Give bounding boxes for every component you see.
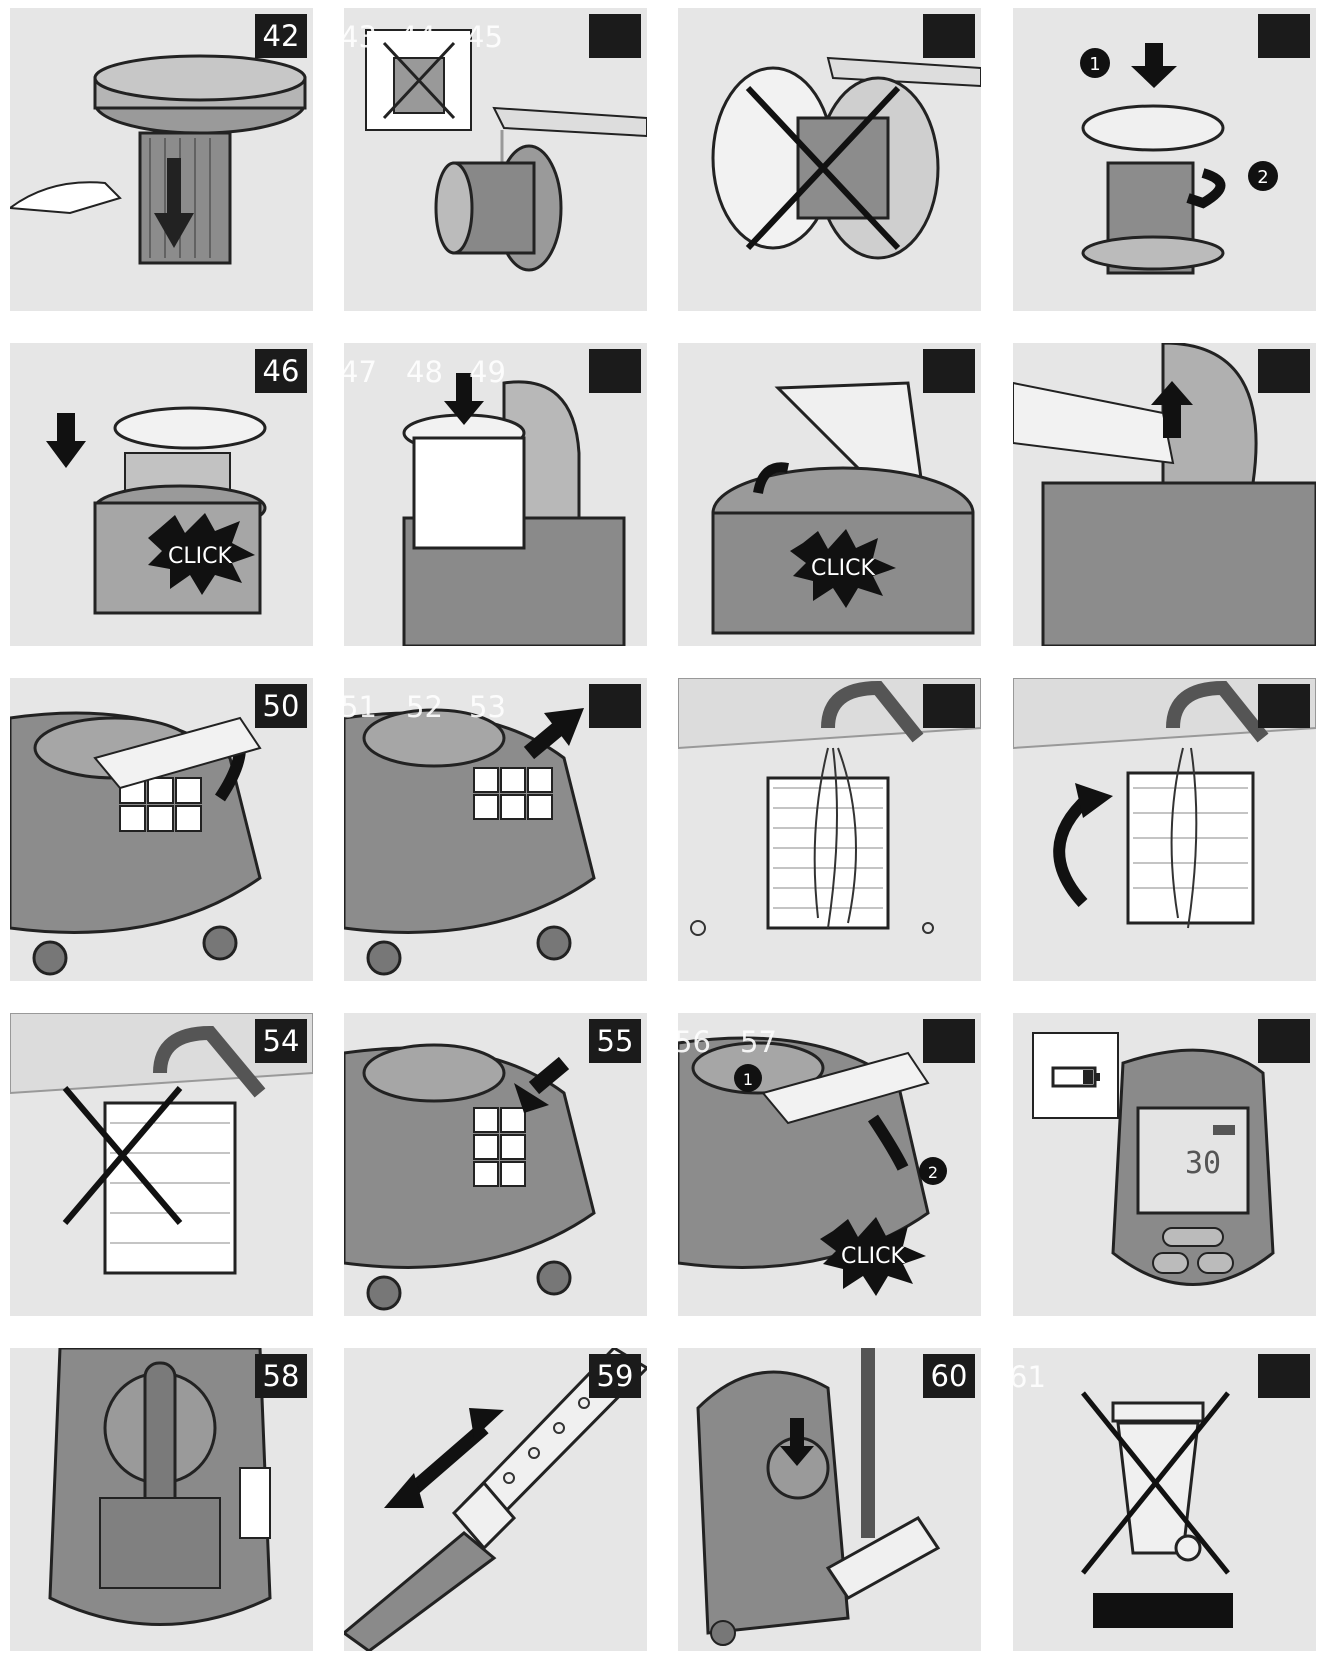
ghost-number: 48 xyxy=(406,355,443,389)
panel-57: 30 xyxy=(1013,1013,1316,1316)
step-number xyxy=(589,14,641,58)
ghost-number: 51 xyxy=(344,690,377,724)
step-number: 60 xyxy=(923,1354,975,1398)
cross-icon xyxy=(10,1013,313,1275)
cover-close-illustration: 1 2 CLICK xyxy=(678,1036,947,1296)
panel-44 xyxy=(678,8,981,311)
panel-54: 54 xyxy=(10,1013,313,1316)
badge-2: 2 xyxy=(928,1163,938,1182)
water-icon xyxy=(678,678,981,936)
badge-2: 2 xyxy=(1257,167,1268,188)
arrow-icon xyxy=(344,708,596,976)
step-number xyxy=(923,14,975,58)
step-number xyxy=(923,1019,975,1063)
down-arrow-icon xyxy=(696,1348,941,1646)
panel-53 xyxy=(1013,678,1316,981)
display-value: 30 xyxy=(1185,1146,1221,1181)
down-arrow-icon xyxy=(402,373,626,646)
step-number: 54 xyxy=(255,1019,307,1063)
badge-1: 1 xyxy=(1089,54,1100,75)
panel-48: CLICK xyxy=(678,343,981,646)
panel-60: 60 xyxy=(678,1348,981,1651)
panel-42: 42 xyxy=(10,8,313,311)
step-number: 50 xyxy=(255,684,307,728)
panel-56: 1 2 CLICK 56 57 xyxy=(678,1013,981,1316)
ghost-number: 53 xyxy=(469,690,506,724)
ghost-number: 52 xyxy=(406,690,443,724)
click-label: CLICK xyxy=(168,544,232,569)
step-number xyxy=(923,349,975,393)
battery-icon: 30 xyxy=(1032,1032,1275,1286)
ghost-number: 61 xyxy=(1013,1360,1046,1394)
lid-close-illustration: CLICK xyxy=(711,381,975,635)
tap-icon xyxy=(365,29,647,272)
ghost-number: 56 xyxy=(678,1025,711,1059)
step-number xyxy=(1258,14,1310,58)
step-number: 42 xyxy=(255,14,307,58)
click-icon: CLICK xyxy=(46,406,267,615)
panel-55: 55 xyxy=(344,1013,647,1316)
handle-icon xyxy=(48,1348,272,1626)
step-number xyxy=(1258,1354,1310,1398)
step-number xyxy=(923,684,975,728)
panel-61: 61 xyxy=(1013,1348,1316,1651)
panel-45: 1 2 xyxy=(1013,8,1316,311)
step-number xyxy=(589,349,641,393)
step-number xyxy=(1258,684,1310,728)
ghost-number: 43 xyxy=(344,20,377,54)
ghost-number: 45 xyxy=(466,20,503,54)
ghost-number: 47 xyxy=(344,355,377,389)
crossed-bin-icon xyxy=(1081,1391,1233,1628)
curved-arrow-icon xyxy=(10,711,262,976)
step-number: 55 xyxy=(589,1019,641,1063)
up-arrow-icon xyxy=(1013,343,1316,646)
curved-arrow-icon xyxy=(1013,678,1316,929)
arrow-icon xyxy=(344,1043,596,1311)
panel-47: 47 48 49 xyxy=(344,343,647,646)
step-number xyxy=(589,684,641,728)
click-label: CLICK xyxy=(841,1244,905,1269)
panel-43: 43 44 45 xyxy=(344,8,647,311)
ghost-number: 57 xyxy=(740,1025,777,1059)
step-number: 46 xyxy=(255,349,307,393)
step-number xyxy=(1258,349,1310,393)
step-number xyxy=(1258,1019,1310,1063)
panel-58: 58 xyxy=(10,1348,313,1651)
panel-59: 59 xyxy=(344,1348,647,1651)
ghost-number: 44 xyxy=(399,20,436,54)
ghost-number: 49 xyxy=(469,355,506,389)
step-number: 58 xyxy=(255,1354,307,1398)
panel-50: 50 xyxy=(10,678,313,981)
panel-52 xyxy=(678,678,981,981)
panel-49 xyxy=(1013,343,1316,646)
cross-icon xyxy=(711,56,981,260)
badge-1: 1 xyxy=(743,1070,753,1089)
panel-46: CLICK 46 xyxy=(10,343,313,646)
click-label: CLICK xyxy=(811,556,875,581)
filter-icon xyxy=(10,54,307,265)
step-number: 59 xyxy=(589,1354,641,1398)
rotate-arrow-icon: 1 2 xyxy=(1080,43,1278,275)
panel-51: 51 52 53 xyxy=(344,678,647,981)
